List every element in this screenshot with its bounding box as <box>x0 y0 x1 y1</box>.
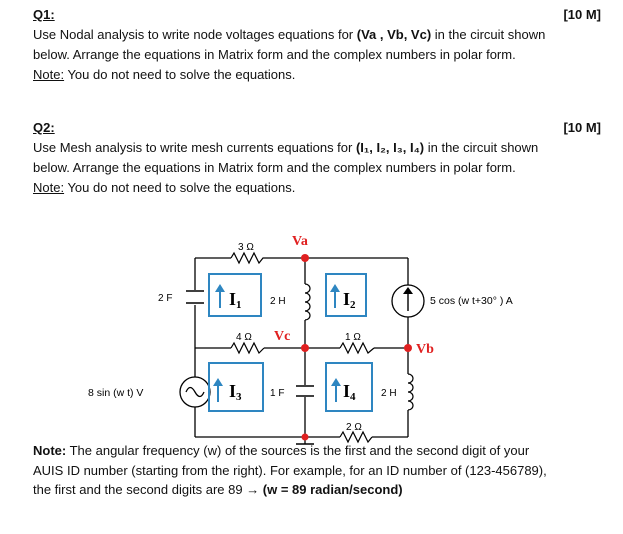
inductor-2h-right <box>407 373 414 411</box>
question-1: Q1: [10 M] Use Nodal analysis to write n… <box>33 5 601 85</box>
circuit-diagram: 3 Ω Va 2 F I1 2 H I2 5 cos (w t+30° ) A … <box>88 234 513 445</box>
resistor-3ohm <box>230 251 266 265</box>
mesh-box-4 <box>325 362 373 412</box>
question-1-variables: (Va , Vb, Vc) <box>356 27 432 42</box>
question-2-note-text: You do not need to solve the equations. <box>64 180 296 195</box>
question-1-note-text: You do not need to solve the equations. <box>64 67 296 82</box>
right-arrow-icon: → <box>246 482 260 497</box>
question-1-header: Q1: [10 M] <box>33 5 601 25</box>
footer-note-line1: The angular frequency (w) of the sources… <box>66 443 530 458</box>
current-source <box>391 284 425 318</box>
question-2-text: Use Mesh analysis to write mesh currents… <box>33 138 601 198</box>
label-cap-left: 2 F <box>158 293 172 304</box>
label-mesh-2: I2 <box>343 289 356 311</box>
capacitor-2f <box>186 290 204 304</box>
label-r-mid-right: 1 Ω <box>345 332 361 343</box>
label-node-b: Vb <box>416 342 434 357</box>
footer-note: Note: The angular frequency (w) of the s… <box>33 441 601 500</box>
question-1-text: Use Nodal analysis to write node voltage… <box>33 25 601 85</box>
question-2-note-label: Note: <box>33 180 65 195</box>
label-mesh-1: I1 <box>229 289 242 311</box>
question-2-line2: below. Arrange the equations in Matrix f… <box>33 160 516 175</box>
question-1-label: Q1: <box>33 7 55 22</box>
label-mesh-4: I4 <box>343 381 356 403</box>
label-r-mid-left: 4 Ω <box>236 332 252 343</box>
mesh-box-2 <box>325 273 367 317</box>
label-mesh-3: I3 <box>229 381 242 403</box>
question-2-line1-end: in the circuit shown <box>424 140 539 155</box>
question-1-line2: below. Arrange the equations in Matrix f… <box>33 47 516 62</box>
label-src-right: 5 cos (w t+30° ) A <box>430 295 513 307</box>
question-2: Q2: [10 M] Use Mesh analysis to write me… <box>33 118 601 198</box>
capacitor-1f <box>296 385 314 397</box>
label-src-left: 8 sin (w t) V <box>88 387 143 399</box>
label-r-bottom: 2 Ω <box>346 422 362 433</box>
label-node-c: Vc <box>274 329 290 344</box>
footer-note-line2: AUIS ID number (starting from the right)… <box>33 462 547 478</box>
footer-note-label: Note: <box>33 443 67 458</box>
label-ind-mid: 2 H <box>270 296 286 307</box>
resistor-4ohm <box>230 341 265 355</box>
node-vb <box>404 344 412 352</box>
mesh-box-1 <box>208 273 262 317</box>
ac-voltage-source <box>179 376 211 408</box>
ground-icon <box>296 443 314 445</box>
footer-note-example: (w = 89 radian/second) <box>259 482 403 497</box>
inductor-2h-middle <box>304 283 311 321</box>
question-2-label: Q2: <box>33 120 55 135</box>
label-node-a: Va <box>292 234 308 249</box>
question-2-variables: (I₁, I₂, I₃, I₄) <box>355 140 425 155</box>
question-2-line1: Use Mesh analysis to write mesh currents… <box>33 140 356 155</box>
label-ind-right: 2 H <box>381 388 397 399</box>
node-vc <box>301 344 309 352</box>
question-1-marks: [10 M] <box>563 7 601 22</box>
node-va <box>301 254 309 262</box>
question-1-note-label: Note: <box>33 67 65 82</box>
question-1-line1: Use Nodal analysis to write node voltage… <box>33 27 357 42</box>
question-2-header: Q2: [10 M] <box>33 118 601 138</box>
question-2-marks: [10 M] <box>563 120 601 135</box>
question-1-line1-end: in the circuit shown <box>431 27 546 42</box>
footer-note-line3: the first and the second digits are 89 <box>33 482 247 497</box>
label-cap-mid: 1 F <box>270 388 284 399</box>
resistor-2ohm <box>339 430 373 444</box>
label-r-top: 3 Ω <box>238 242 254 253</box>
resistor-1ohm <box>339 341 375 355</box>
mesh-box-3 <box>208 362 264 412</box>
node-ground-junction <box>301 433 309 441</box>
